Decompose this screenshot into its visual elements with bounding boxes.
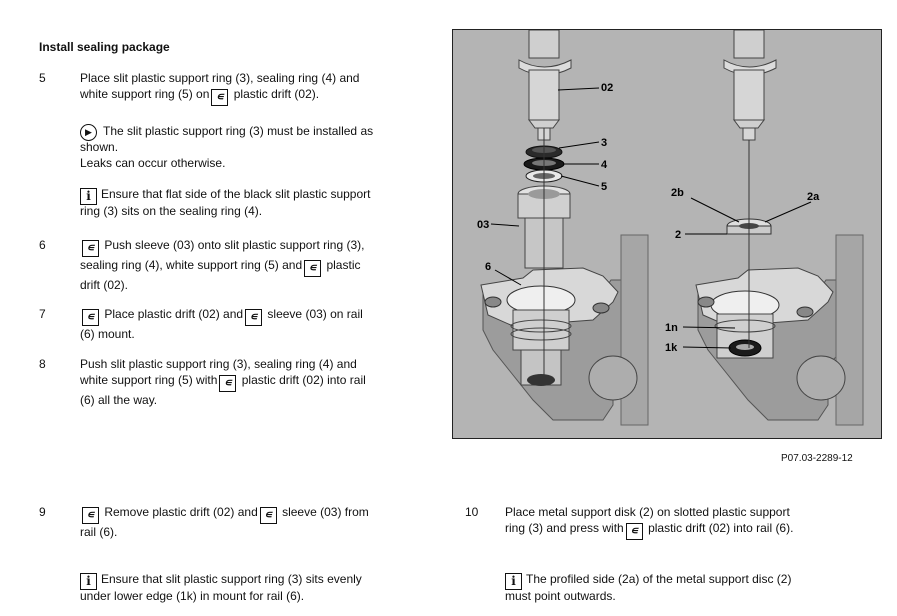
text-line: Ensure that flat side of the black slit …	[101, 187, 371, 201]
caution-note: ▶ The slit plastic support ring (3) must …	[80, 123, 373, 171]
step-9-text: ∊ Remove plastic drift (02) and∊ sleeve …	[80, 504, 369, 540]
step-number: 7	[39, 307, 46, 321]
step-5-text: Place slit plastic support ring (3), sea…	[80, 70, 359, 106]
step-number: 9	[39, 505, 46, 519]
special-tool-icon: ∊	[304, 260, 322, 277]
caution-icon: ▶	[80, 124, 97, 141]
text-line: white support ring (5) on	[80, 87, 210, 101]
text-line: Place slit plastic support ring (3), sea…	[80, 71, 360, 85]
special-tool-icon: ∊	[82, 309, 99, 326]
special-tool-icon: ∊	[82, 240, 99, 257]
text-line: under lower edge (1k) in mount for rail …	[80, 589, 305, 603]
text-line: plastic drift (02) into rail	[241, 373, 366, 387]
text-line: plastic drift (02) into rail (6).	[648, 521, 794, 535]
label-5: 5	[601, 181, 607, 193]
text-line: Place plastic drift (02) and	[104, 307, 244, 321]
text-line: (6) mount.	[80, 327, 135, 341]
technical-illustration: 02 3 4 5 03 6 2b 2a 2 1n 1k	[452, 29, 882, 439]
step-number: 10	[465, 505, 479, 519]
info-note: i Ensure that flat side of the black slit…	[80, 186, 370, 219]
label-2b: 2b	[671, 187, 684, 199]
text-line: Remove plastic drift (02) and	[104, 505, 258, 519]
text-line: Place metal support disk (2) on slotted …	[505, 505, 790, 519]
text-line: Push slit plastic support ring (3), seal…	[80, 357, 357, 371]
label-03: 03	[477, 219, 489, 231]
label-2a: 2a	[807, 191, 820, 203]
special-tool-icon: ∊	[82, 507, 99, 524]
special-tool-icon: ∊	[259, 507, 277, 524]
special-tool-icon: ∊	[211, 89, 229, 106]
text-line: sleeve (03) from	[282, 505, 369, 519]
text-line: plastic	[326, 258, 361, 272]
section-heading: Install sealing package	[39, 40, 170, 54]
text-line: Push sleeve (03) onto slit plastic suppo…	[104, 238, 365, 252]
info-icon: i	[505, 573, 522, 590]
step-8-text: Push slit plastic support ring (3), seal…	[80, 356, 366, 408]
info-icon: i	[80, 573, 97, 590]
label-1k: 1k	[665, 342, 678, 354]
label-6: 6	[485, 261, 491, 273]
text-line: ring (3) and press with	[505, 521, 624, 535]
text-line: white support ring (5) with	[80, 373, 218, 387]
info-icon: i	[80, 188, 97, 205]
text-line: rail (6).	[80, 525, 118, 539]
text-line: plastic drift (02).	[233, 87, 320, 101]
text-line: sealing ring (4), white support ring (5)…	[80, 258, 303, 272]
step-10-text: Place metal support disk (2) on slotted …	[505, 504, 793, 540]
text-line: must point outwards.	[505, 589, 616, 603]
info-note: i The profiled side (2a) of the metal sup…	[505, 571, 791, 604]
text-line: The profiled side (2a) of the metal supp…	[526, 572, 792, 586]
text-line: (6) all the way.	[80, 393, 158, 407]
figure-reference: P07.03-2289-12	[781, 453, 853, 464]
text-line: Leaks can occur otherwise.	[80, 156, 226, 170]
label-4: 4	[601, 159, 608, 171]
text-line: The slit plastic support ring (3) must b…	[103, 124, 374, 138]
text-line: drift (02).	[80, 278, 129, 292]
step-number: 8	[39, 357, 46, 371]
text-line: shown.	[80, 140, 119, 154]
illustration-svg: 02 3 4 5 03 6 2b 2a 2 1n 1k	[477, 29, 864, 426]
label-2: 2	[675, 229, 681, 241]
text-line: Ensure that slit plastic support ring (3…	[101, 572, 362, 586]
step-number: 5	[39, 71, 46, 85]
special-tool-icon: ∊	[219, 375, 237, 392]
label-3: 3	[601, 137, 607, 149]
step-7-text: ∊ Place plastic drift (02) and∊ sleeve (…	[80, 306, 363, 342]
special-tool-icon: ∊	[625, 523, 643, 540]
text-line: sleeve (03) on rail	[267, 307, 363, 321]
text-line: ring (3) sits on the sealing ring (4).	[80, 204, 263, 218]
step-6-text: ∊ Push sleeve (03) onto slit plastic sup…	[80, 237, 364, 293]
info-note: i Ensure that slit plastic support ring (…	[80, 571, 362, 604]
label-02: 02	[601, 82, 613, 94]
label-1n: 1n	[665, 322, 678, 334]
step-number: 6	[39, 238, 46, 252]
special-tool-icon: ∊	[245, 309, 263, 326]
